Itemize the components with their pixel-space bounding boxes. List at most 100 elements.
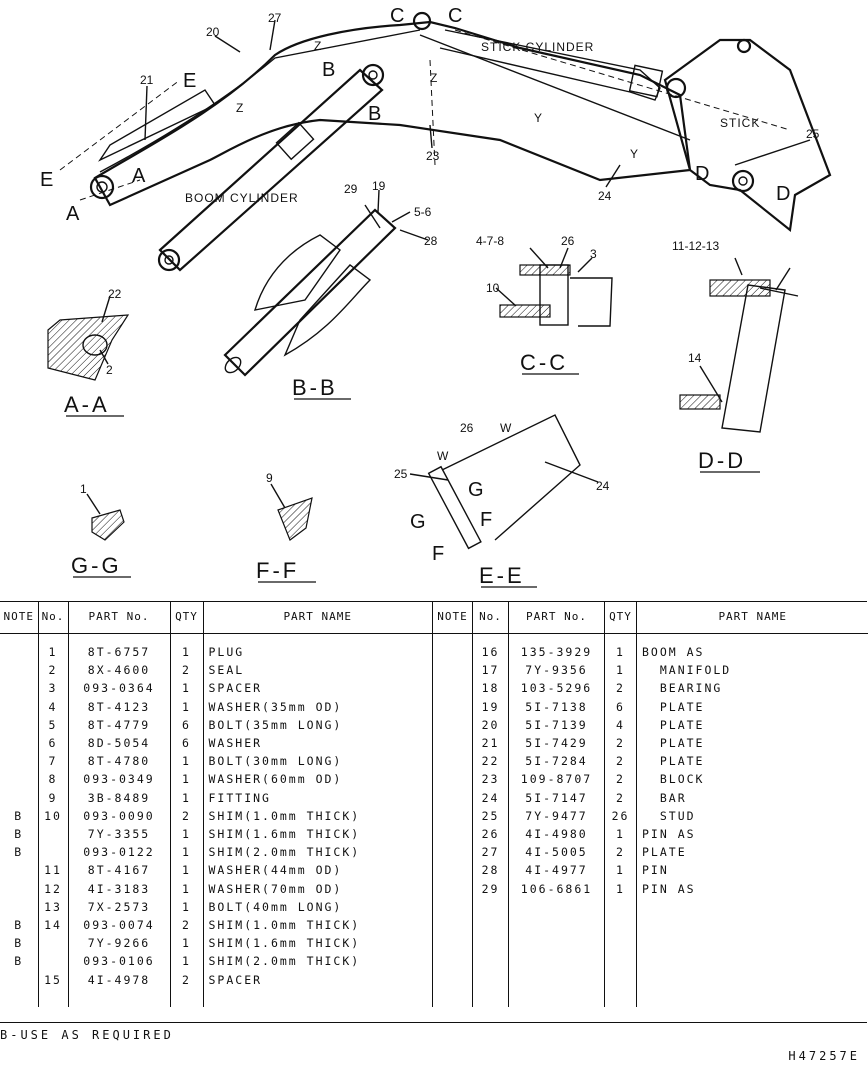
callout-10: 10 (486, 281, 500, 295)
boom-cylinder-drawing (157, 63, 385, 272)
callout-28: 29 (344, 182, 358, 196)
part-name-cell: SPACER (202, 970, 432, 989)
note-cell: B (14, 936, 24, 951)
qty-cell: 1 (169, 788, 203, 807)
section-title-e-e: E-E (479, 563, 525, 588)
note-cell (432, 643, 473, 662)
item-no-cell: 26 (472, 825, 509, 844)
item-no-cell: 2 (37, 661, 68, 680)
note-cell (432, 770, 473, 789)
section-title-a-a: A-A (64, 392, 110, 417)
part-no-cell: 135-3929 (508, 643, 605, 662)
qty-cell: 6 (169, 715, 203, 735)
part-no-cell (508, 897, 605, 917)
section-c-letter-left: C (390, 5, 404, 27)
table-row (0, 988, 432, 1008)
part-no-cell: 4I-4978 (67, 970, 170, 989)
qty-cell: 1 (169, 843, 203, 862)
callout-leaders (144, 19, 811, 241)
stick-label: STICK (720, 116, 760, 130)
part-no-cell: 4I-4977 (508, 861, 605, 880)
part-name-cell: STUD (636, 806, 868, 826)
callout-19: 23 (426, 149, 440, 163)
note-cell (0, 770, 38, 788)
part-no-cell: 093-0074 (67, 916, 170, 935)
header-part-no: PART No. (508, 601, 605, 634)
item-no-cell (472, 934, 509, 953)
header-qty: QTY (604, 601, 637, 634)
item-no-cell: 16 (472, 643, 509, 662)
qty-cell: 1 (169, 679, 203, 698)
section-d-letter-right: D (776, 183, 790, 205)
qty-cell: 2 (604, 788, 637, 807)
item-no-cell: 17 (472, 661, 509, 680)
table-row (432, 916, 868, 935)
part-no-cell: 093-0349 (67, 770, 170, 789)
section-w-letter-right: W (500, 421, 512, 435)
section-e-e-drawing (409, 414, 599, 550)
qty-cell (604, 952, 637, 971)
note-cell (0, 989, 38, 1007)
qty-cell: 2 (604, 752, 637, 771)
stick-drawing (663, 38, 832, 233)
section-f-letter-right: F (480, 509, 492, 531)
callout-16: 20 (206, 25, 220, 39)
part-no-cell: 109-8707 (508, 770, 605, 789)
note-cell (432, 897, 473, 917)
item-no-cell: 15 (37, 970, 68, 989)
part-name-cell: BLOCK (636, 770, 868, 789)
item-no-cell: 3 (37, 679, 68, 698)
qty-cell: 6 (169, 734, 203, 753)
table-row (432, 952, 868, 971)
part-no-cell: 3B-8489 (67, 788, 170, 807)
item-no-cell: 10 (37, 806, 68, 826)
note-cell (432, 843, 473, 862)
part-name-cell (202, 988, 432, 1008)
section-z-letter-left: Z (236, 101, 243, 115)
part-name-cell: PIN AS (636, 825, 868, 844)
note-cell (432, 861, 473, 880)
qty-cell: 1 (169, 897, 203, 917)
item-no-cell: 27 (472, 843, 509, 862)
part-name-cell: SPACER (202, 679, 432, 698)
section-g-g-drawing (86, 493, 125, 541)
header-part-name: PART NAME (636, 601, 868, 634)
callout-23: 25 (394, 467, 408, 481)
part-no-cell: 093-0364 (67, 679, 170, 698)
qty-cell: 1 (604, 661, 637, 680)
qty-cell: 1 (169, 879, 203, 898)
part-name-cell: PLATE (636, 752, 868, 771)
note-cell (432, 697, 473, 716)
item-no-cell (37, 934, 68, 953)
part-no-cell: 5I-7138 (508, 697, 605, 716)
qty-cell: 2 (604, 679, 637, 698)
part-no-cell (508, 934, 605, 953)
part-name-cell: WASHER(44mm OD) (202, 861, 432, 880)
qty-cell: 2 (604, 770, 637, 789)
part-no-cell: 7Y-9356 (508, 661, 605, 680)
part-name-cell: BEARING (636, 679, 868, 698)
note-cell (432, 734, 473, 753)
part-no-cell: 5I-7284 (508, 752, 605, 771)
part-name-cell: SHIM(2.0mm THICK) (202, 952, 432, 971)
footnote: B-USE AS REQUIRED (0, 1028, 174, 1042)
note-cell (432, 715, 473, 735)
table-row (432, 988, 868, 1007)
part-name-cell: SEAL (202, 661, 432, 680)
part-no-cell: 103-5296 (508, 679, 605, 698)
header-note: NOTE (0, 601, 38, 634)
qty-cell: 1 (604, 643, 637, 662)
item-no-cell: 11 (37, 861, 68, 880)
section-title-g-g: G-G (71, 553, 122, 578)
